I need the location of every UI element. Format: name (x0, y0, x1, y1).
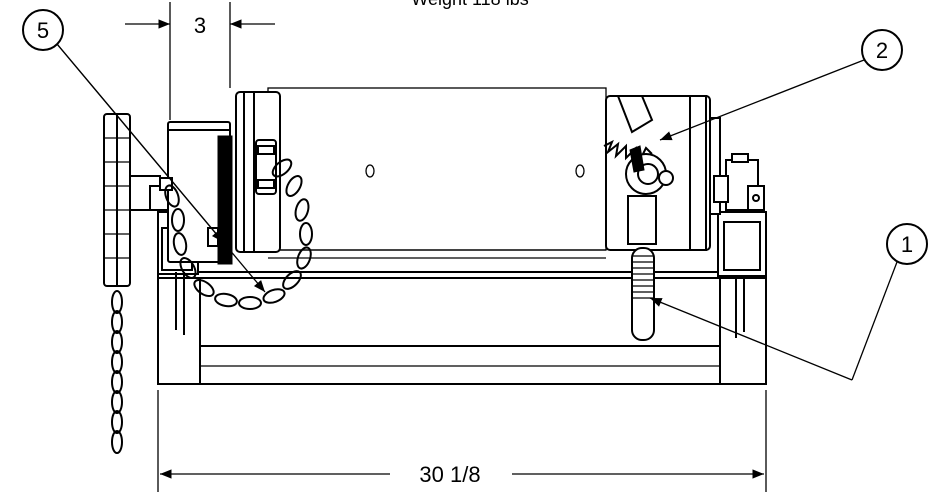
balloon-2: 2 (659, 29, 903, 141)
balloon-1: 1 (649, 223, 928, 381)
bottom-dimension: 30 1/8 (157, 390, 767, 492)
bottom-dimension-value: 30 1/8 (419, 462, 480, 487)
ratchet-assembly (603, 95, 721, 341)
drum (267, 87, 607, 251)
swag-chain (164, 158, 313, 310)
balloon-5: 5 (22, 9, 266, 293)
left-hub (167, 91, 281, 265)
balloon-5-label: 5 (37, 18, 49, 43)
balloon-2-label: 2 (876, 38, 888, 63)
top-dimension: 3 (125, 2, 275, 120)
weight-caption: Weight 118 lbs (411, 0, 528, 9)
hanging-chain (111, 290, 123, 454)
right-end-block (713, 153, 765, 211)
top-dimension-value: 3 (194, 13, 206, 38)
balloon-1-label: 1 (901, 232, 913, 257)
sprocket-assembly (103, 113, 173, 287)
